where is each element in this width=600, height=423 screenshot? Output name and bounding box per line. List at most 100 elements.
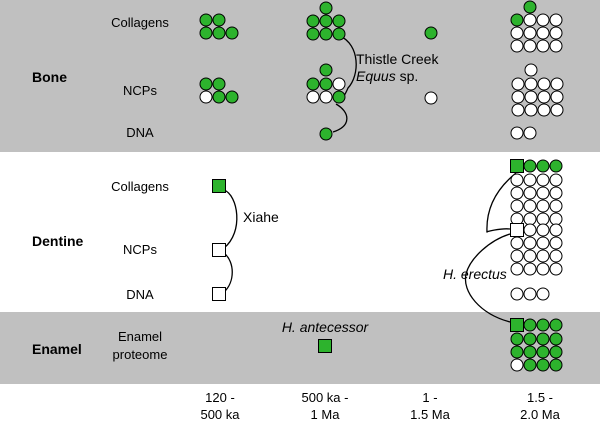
age-label-4-line2: 2.0 Ma (520, 407, 561, 422)
section-label-enamel: Enamel (32, 341, 82, 357)
dentine-ncp-sample (212, 243, 226, 257)
row-label-enamel-proteome-2: proteome (113, 347, 168, 362)
bone-dna-sample (510, 126, 524, 140)
bone-collagen-sample (306, 27, 320, 41)
bone-ncp-sample (319, 63, 333, 77)
annotation-xiahe: Xiahe (243, 209, 279, 225)
dentine-band (0, 152, 600, 312)
bone-collagen-sample (549, 26, 563, 40)
dentine-dna-sample (212, 287, 226, 301)
bone-ncp-sample (319, 90, 333, 104)
dentine-ncp-sample (523, 262, 537, 276)
bone-collagen-sample (549, 13, 563, 27)
bone-band (0, 0, 600, 152)
dentine-collagen-sample (523, 159, 537, 173)
enamel-proteome-sample (549, 358, 563, 372)
dentine-collagen-sample (549, 173, 563, 187)
bone-ncp-sample (524, 90, 538, 104)
dentine-ncp-sample (510, 262, 524, 276)
annotation-h-antecessor: H. antecessor (282, 319, 370, 335)
bone-collagen-sample (199, 26, 213, 40)
enamel-proteome-sample (510, 332, 524, 346)
dentine-ncp-sample (549, 249, 563, 263)
bone-ncp-sample (306, 77, 320, 91)
age-label-4-line1: 1.5 - (527, 390, 553, 405)
dentine-collagen-sample (510, 159, 524, 173)
bone-collagen-sample (523, 0, 537, 14)
dentine-ncp-sample (536, 249, 550, 263)
enamel-proteome-sample (549, 318, 563, 332)
dentine-dna-sample (536, 287, 550, 301)
bone-ncp-sample (511, 103, 525, 117)
enamel-proteome-sample (523, 358, 537, 372)
enamel-proteome-sample (549, 345, 563, 359)
bone-collagen-sample (212, 13, 226, 27)
section-label-bone: Bone (32, 69, 67, 85)
bone-collagen-sample (549, 39, 563, 53)
dentine-collagen-sample (523, 173, 537, 187)
bone-ncp-sample (550, 90, 564, 104)
bone-ncp-sample (199, 77, 213, 91)
row-label-bone-collagens: Collagens (111, 15, 169, 30)
connector-erectus-collagen-ncp (486, 172, 517, 233)
row-label-bone-ncps: NCPs (123, 83, 157, 98)
annotation-thistle-creek: Thistle Creek (356, 51, 439, 67)
bone-ncp-sample (550, 77, 564, 91)
row-label-bone-dna: DNA (126, 125, 154, 140)
age-label-3-line1: 1 - (422, 390, 437, 405)
bone-ncp-sample (550, 103, 564, 117)
dentine-collagen-sample (536, 186, 550, 200)
bone-ncp-sample (332, 90, 346, 104)
dentine-collagen-sample (212, 179, 226, 193)
bone-collagen-sample (332, 27, 346, 41)
bone-collagen-sample (510, 13, 524, 27)
dentine-collagen-sample (549, 199, 563, 213)
dentine-ncp-sample (523, 249, 537, 263)
dentine-collagen-sample (536, 212, 550, 226)
dentine-dna-sample (523, 287, 537, 301)
dentine-ncp-sample (510, 223, 524, 237)
bone-ncp-sample (524, 103, 538, 117)
bone-collagen-sample (523, 26, 537, 40)
annotation-thistle-species: Equus sp. (356, 68, 418, 84)
enamel-band (0, 312, 600, 384)
section-label-dentine: Dentine (32, 233, 84, 249)
dentine-collagen-sample (536, 173, 550, 187)
bone-ncp-sample (511, 77, 525, 91)
dentine-collagen-sample (523, 212, 537, 226)
bone-ncp-sample (424, 91, 438, 105)
dentine-ncp-sample (523, 223, 537, 237)
dentine-ncp-sample (549, 262, 563, 276)
enamel-proteome-sample (318, 339, 332, 353)
dentine-ncp-sample (549, 236, 563, 250)
row-label-dentine-collagens: Collagens (111, 179, 169, 194)
enamel-proteome-sample (536, 345, 550, 359)
row-label-dentine-ncps: NCPs (123, 242, 157, 257)
bone-ncp-sample (524, 63, 538, 77)
bone-ncp-sample (212, 90, 226, 104)
bone-collagen-sample (332, 14, 346, 28)
enamel-proteome-sample (523, 345, 537, 359)
enamel-proteome-sample (510, 345, 524, 359)
bone-ncp-sample (537, 90, 551, 104)
bone-dna-sample (319, 127, 333, 141)
bone-collagen-sample (306, 14, 320, 28)
bone-collagen-sample (536, 13, 550, 27)
bone-collagen-sample (199, 13, 213, 27)
row-label-enamel-proteome: Enamel (118, 329, 162, 344)
age-label-2-line2: 1 Ma (311, 407, 341, 422)
dentine-collagen-sample (510, 199, 524, 213)
row-label-dentine-dna: DNA (126, 287, 154, 302)
bone-dna-sample (523, 126, 537, 140)
bone-collagen-sample (536, 39, 550, 53)
dentine-collagen-sample (510, 173, 524, 187)
bone-ncp-sample (511, 90, 525, 104)
dentine-ncp-sample (536, 262, 550, 276)
bone-ncp-sample (199, 90, 213, 104)
enamel-proteome-sample (510, 318, 524, 332)
bone-ncp-sample (306, 90, 320, 104)
dentine-ncp-sample (523, 236, 537, 250)
bone-collagen-sample (510, 39, 524, 53)
